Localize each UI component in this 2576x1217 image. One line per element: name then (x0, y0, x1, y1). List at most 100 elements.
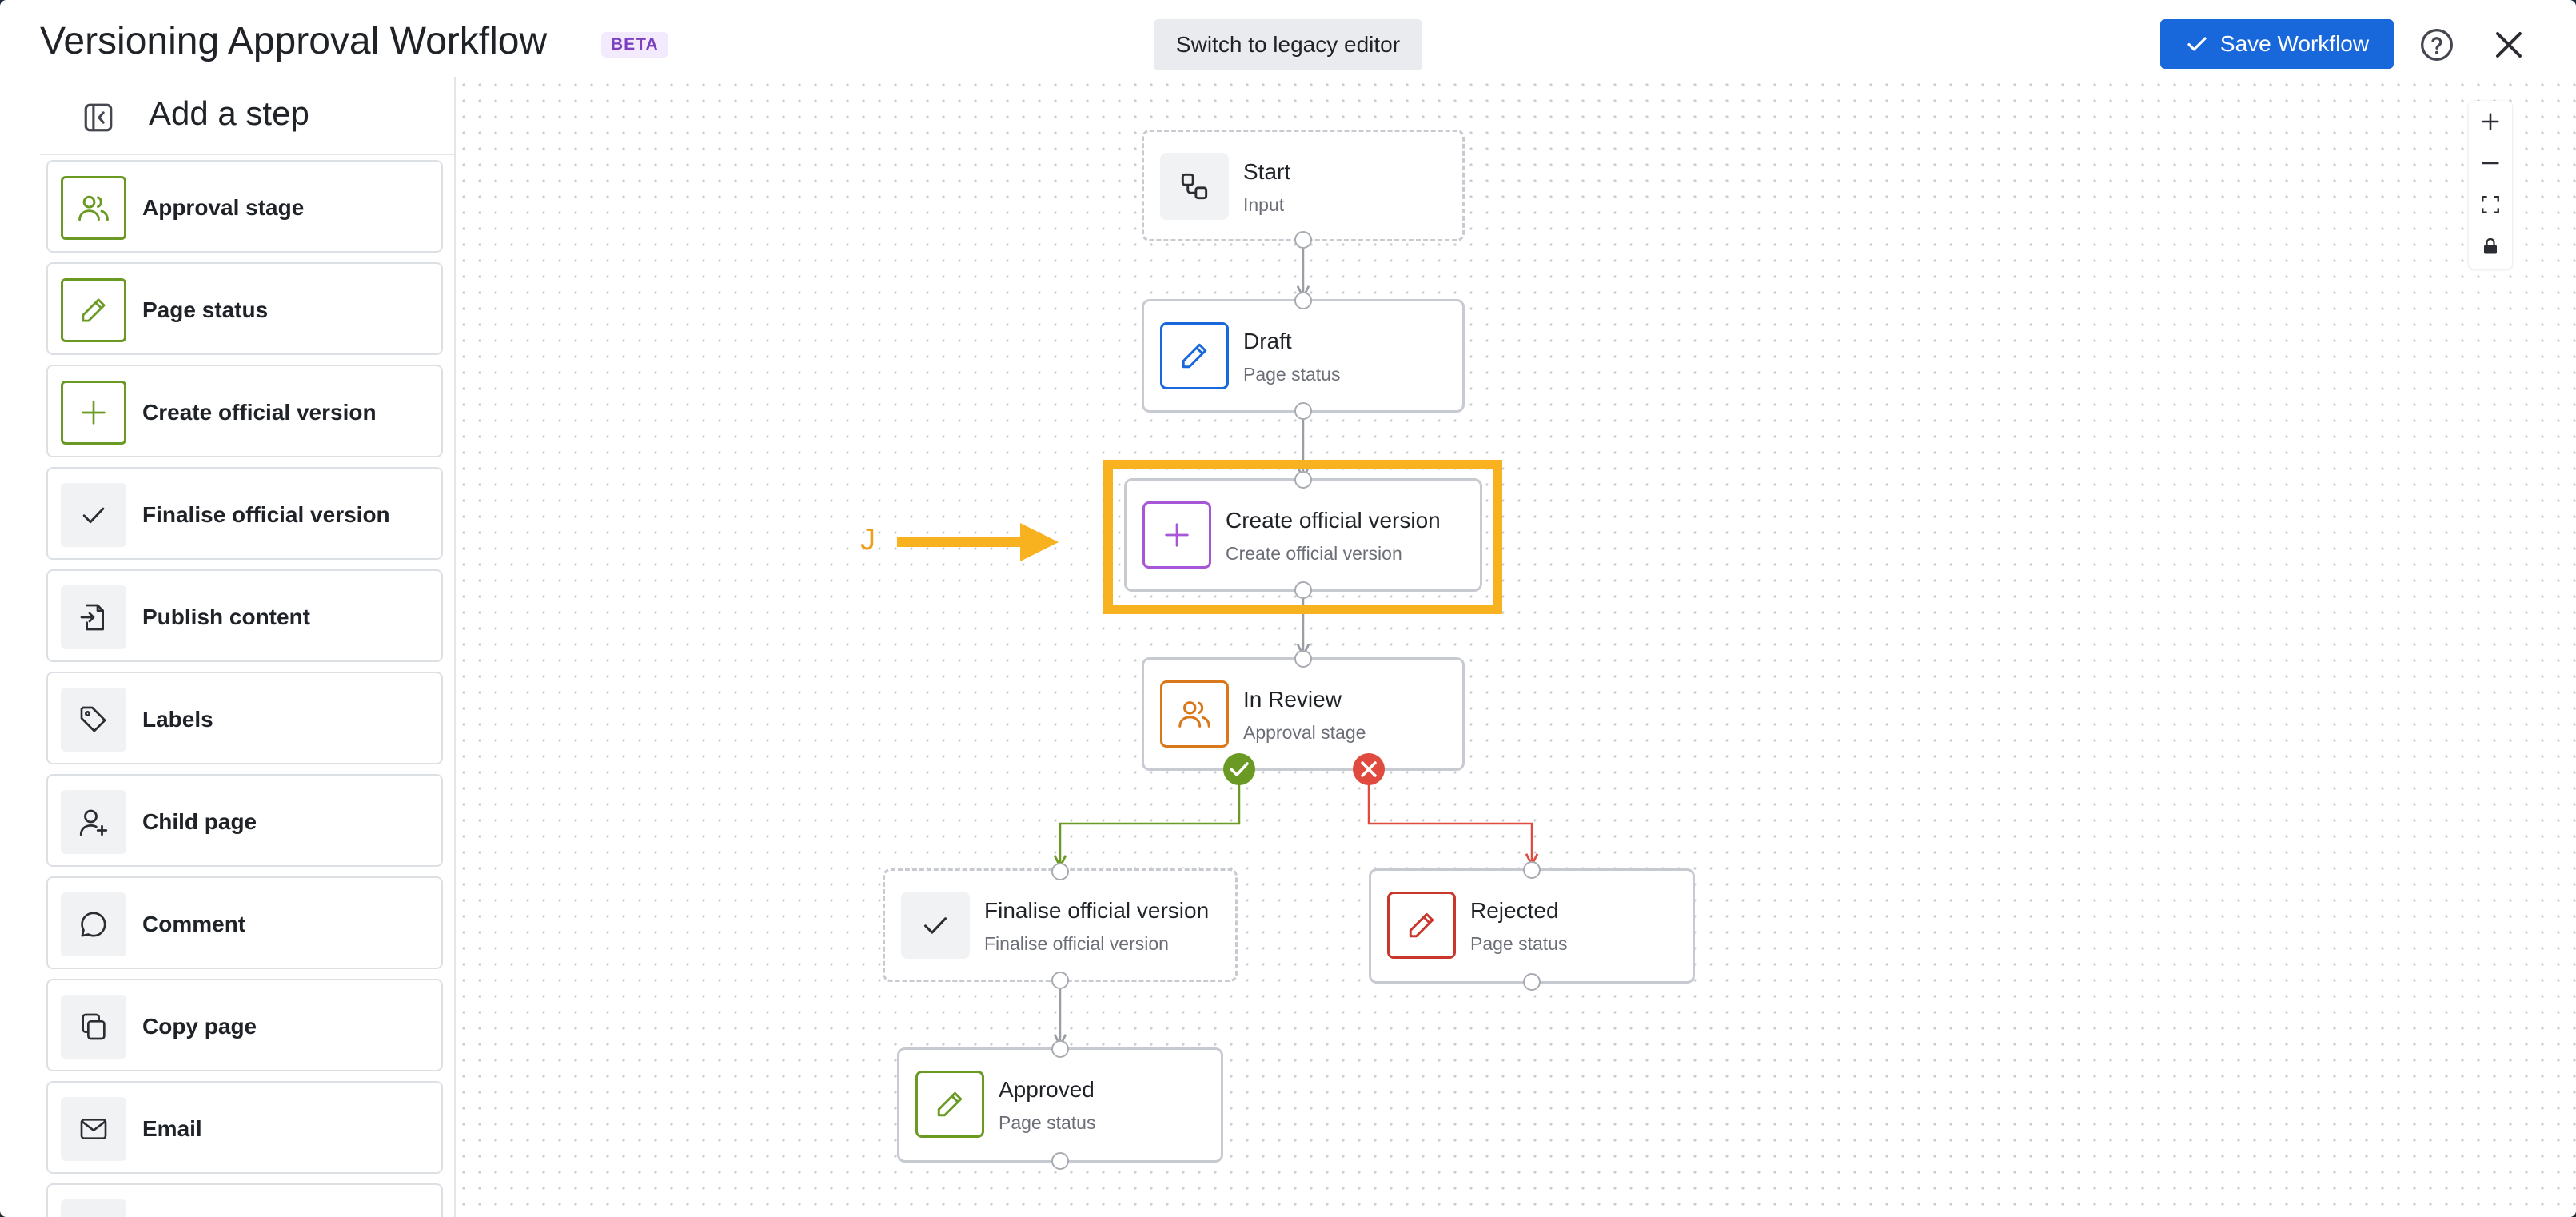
step-publish-content[interactable]: Publish content (46, 569, 443, 662)
save-workflow-label: Save Workflow (2219, 31, 2370, 56)
step-label: Publish content (142, 605, 310, 629)
step-label: Labels (142, 707, 213, 732)
port-start-out (1294, 231, 1312, 249)
node-subtitle: Input (1243, 194, 1285, 215)
highlight-box (1103, 460, 1502, 614)
port-review-in (1294, 650, 1312, 668)
step-label: Copy page (142, 1014, 257, 1039)
users-icon (1160, 680, 1229, 748)
add-step-panel: Add a step Approval stage Page status Cr… (40, 77, 456, 1217)
check-icon (901, 892, 970, 959)
port-finalise-in (1051, 863, 1069, 880)
publish-icon (61, 585, 126, 649)
node-title: Finalise official version (984, 898, 1210, 923)
workflow-canvas[interactable] (456, 77, 2576, 1217)
node-subtitle: Page status (1470, 933, 1568, 954)
more-icon (61, 1199, 126, 1217)
pencil-icon (915, 1071, 984, 1138)
fit-view-button[interactable] (2469, 184, 2512, 225)
node-title: Create official version (1226, 508, 1441, 533)
lock-button[interactable] (2469, 225, 2512, 267)
step-label: Page status (142, 297, 269, 322)
page-title: Versioning Approval Workflow (40, 20, 548, 62)
panel-divider (40, 154, 454, 155)
lock-icon (2484, 237, 2497, 254)
step-copy-page[interactable]: Copy page (46, 979, 443, 1071)
node-subtitle: Page status (999, 1112, 1096, 1133)
step-finalise-official-version[interactable]: Finalise official version (46, 467, 443, 560)
node-title: Approved (999, 1077, 1095, 1102)
node-title: Rejected (1470, 898, 1559, 923)
node-in-review[interactable]: In Review Approval stage (1142, 657, 1465, 771)
tag-icon (61, 688, 126, 752)
step-label: Email (142, 1116, 202, 1141)
canvas-controls (2469, 101, 2512, 269)
panel-title: Add a step (149, 94, 309, 132)
node-rejected[interactable]: Rejected Page status (1369, 868, 1695, 984)
port-finalise-out (1051, 972, 1069, 989)
step-approval-stage[interactable]: Approval stage (46, 160, 443, 253)
comment-icon (61, 892, 126, 956)
node-approved[interactable]: Approved Page status (897, 1047, 1223, 1163)
node-subtitle: Create official version (1226, 543, 1402, 564)
help-icon[interactable] (2419, 27, 2454, 62)
port-create-out (1294, 581, 1312, 599)
node-subtitle: Finalise official version (984, 933, 1169, 954)
step-child-page[interactable]: Child page (46, 774, 443, 867)
fit-view-icon (2482, 196, 2499, 213)
pencil-icon (1387, 892, 1456, 959)
checkmark-icon (2187, 37, 2207, 51)
port-approved-out (1051, 1152, 1069, 1170)
node-draft[interactable]: Draft Page status (1142, 299, 1465, 413)
save-workflow-button[interactable]: Save Workflow (2160, 19, 2394, 69)
step-next-partial[interactable] (46, 1183, 443, 1217)
node-create-official-version[interactable]: Create official version Create official … (1124, 478, 1482, 592)
close-icon[interactable] (2490, 26, 2528, 64)
mail-icon (61, 1097, 126, 1161)
node-subtitle: Approval stage (1243, 722, 1366, 743)
step-label: Finalise official version (142, 502, 390, 527)
step-labels[interactable]: Labels (46, 672, 443, 764)
edge-review-finalise (1060, 769, 1241, 865)
port-create-in (1294, 471, 1312, 489)
step-label: Comment (142, 912, 246, 936)
collapse-panel-icon[interactable] (82, 101, 115, 134)
copy-icon (61, 995, 126, 1059)
beta-badge: BETA (601, 32, 668, 58)
step-label: Approval stage (142, 195, 305, 220)
port-draft-in (1294, 292, 1312, 309)
check-icon (61, 483, 126, 547)
plus-icon (2482, 113, 2499, 130)
approve-branch-icon (1223, 753, 1255, 785)
node-subtitle: Page status (1243, 364, 1341, 385)
users-icon (61, 176, 126, 240)
node-start[interactable]: Start Input (1142, 130, 1465, 241)
zoom-in-button[interactable] (2469, 101, 2512, 142)
step-label: Child page (142, 809, 257, 834)
node-title: In Review (1243, 687, 1342, 712)
flow-icon (1160, 153, 1229, 220)
step-email[interactable]: Email (46, 1081, 443, 1174)
port-draft-out (1294, 402, 1312, 420)
edge-review-rejected (1367, 769, 1532, 864)
port-approved-in (1051, 1040, 1069, 1058)
annotation-letter: J (860, 523, 875, 557)
reject-branch-icon (1353, 753, 1385, 785)
step-comment[interactable]: Comment (46, 876, 443, 969)
pencil-icon (1160, 322, 1229, 389)
minus-icon (2482, 162, 2499, 165)
step-page-status[interactable]: Page status (46, 262, 443, 355)
plus-icon (61, 381, 126, 445)
step-label: Create official version (142, 400, 377, 425)
header-bar: Versioning Approval Workflow BETA Switch… (0, 0, 2576, 80)
step-create-official-version[interactable]: Create official version (46, 365, 443, 457)
node-title: Draft (1243, 329, 1292, 353)
plus-icon (1142, 501, 1211, 569)
pencil-icon (61, 278, 126, 342)
port-rejected-out (1523, 973, 1541, 991)
switch-to-legacy-button[interactable]: Switch to legacy editor (1154, 19, 1422, 70)
zoom-out-button[interactable] (2469, 142, 2512, 184)
